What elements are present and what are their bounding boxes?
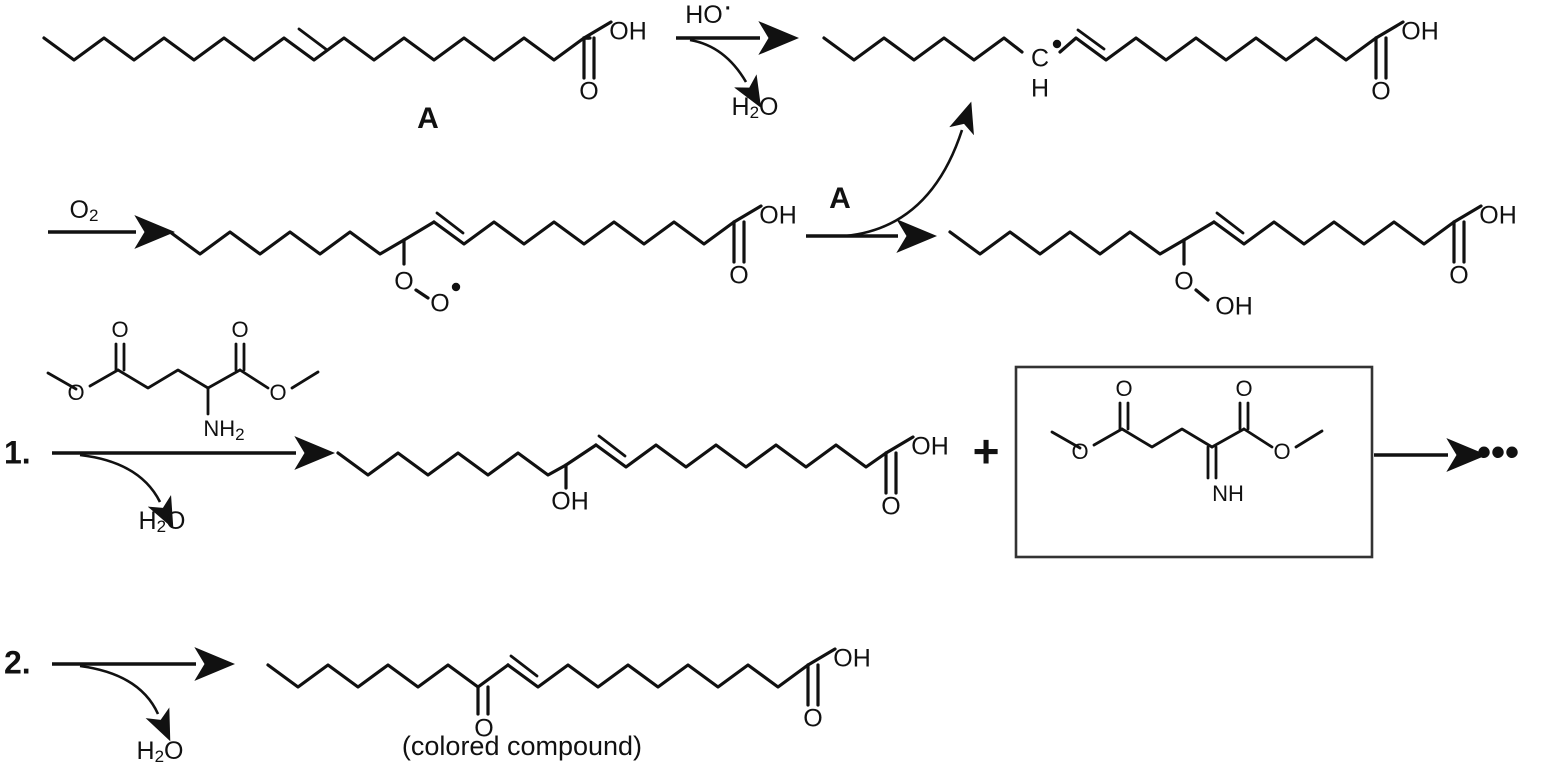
ketone-carbonyl-o-label: O [474,715,493,743]
hydroxyl-oh-label-r3: OH [551,488,589,516]
row-3-dimethyl-glutamate-reagent: O O O O NH2 [46,317,320,445]
hydroxyl-radical-label: HO· [685,0,733,29]
ester-o-right-label: O [269,380,286,405]
imine-nh-label: NH [1212,481,1244,506]
row-1-reactant-oleic-acid: OH O A [42,18,647,135]
carbon-radical-dot [1052,39,1062,49]
row-3-reaction-arrow: H2O [52,436,336,537]
carboxyl-oh-label-r4: OH [833,645,871,673]
oxygen-reagent-label: O2 [70,196,99,226]
row-2-hydroperoxide-product: O OH OH O [948,202,1517,321]
hydroperoxy-o-label: O [1174,268,1193,296]
water-byproduct-label-r1: H2O [732,93,779,123]
hydroperoxy-oh-label: OH [1215,293,1253,321]
carbonyl-o-label-r2-right: O [1449,262,1468,290]
peroxy-o2-label: O [430,290,449,318]
row-2-oxygen-arrow: O2 [48,196,176,249]
imine-ester-carbonyl-o-right-label: O [1235,376,1252,401]
colored-compound-caption: (colored compound) [402,731,642,761]
imine-ester-o-left-label: O [1071,439,1088,464]
row-3-hydroxy-fatty-acid-product: OH OH O [336,433,949,521]
imine-product-box [1014,365,1374,559]
carboxyl-oh-label-r1-product: OH [1401,18,1439,46]
imine-ester-o-right-label: O [1273,439,1290,464]
carbonyl-o-label-r1: O [579,78,598,106]
carbonyl-o-label-r2-mid: O [729,262,748,290]
carbonyl-o-label-r3: O [881,493,900,521]
row-2-abstraction-arrow: A [806,101,974,253]
radical-carbon-label: C [1031,45,1049,73]
carboxyl-oh-label-r2-right: OH [1479,202,1517,230]
carboxyl-oh-label-r2-mid: OH [759,202,797,230]
plus-sign: + [973,425,1000,477]
carbonyl-o-label-r1-product: O [1371,78,1390,106]
row-3-continuation: ••• [1374,431,1519,475]
row-4-reaction-arrow: H2O [52,647,236,767]
peroxy-radical-dot [451,282,461,292]
step-2-label: 2. [4,644,31,680]
water-byproduct-label-r3: H2O [139,507,186,537]
carboxyl-oh-label-r1: OH [609,18,647,46]
row-1-reaction-arrow: HO· H2O [676,0,800,123]
row-2-peroxyl-radical-intermediate: O O OH O [168,202,797,318]
carboxyl-oh-label-r3: OH [911,433,949,461]
ester-o-left-label: O [67,380,84,405]
row-4-enone-colored-compound: O OH O (colored compound) [266,645,871,761]
abstractor-a-label: A [829,182,851,215]
step-1-label: 1. [4,434,31,470]
ester-carbonyl-o-right-label: O [231,317,248,342]
radical-carbon-h-label: H [1031,75,1049,103]
peroxy-o1-label: O [394,268,413,296]
carbonyl-o-label-r4: O [803,705,822,733]
ellipsis-label: ••• [1477,431,1519,475]
imine-ester-carbonyl-o-left-label: O [1115,376,1132,401]
row-1-product-carbon-radical: C H OH O [822,18,1439,106]
ester-carbonyl-o-left-label: O [111,317,128,342]
amine-nh2-label: NH2 [203,416,244,445]
row-3-boxed-imine-product: O O O O NH [1014,365,1374,559]
water-byproduct-label-r4: H2O [137,737,184,767]
substrate-a-label: A [417,102,439,135]
